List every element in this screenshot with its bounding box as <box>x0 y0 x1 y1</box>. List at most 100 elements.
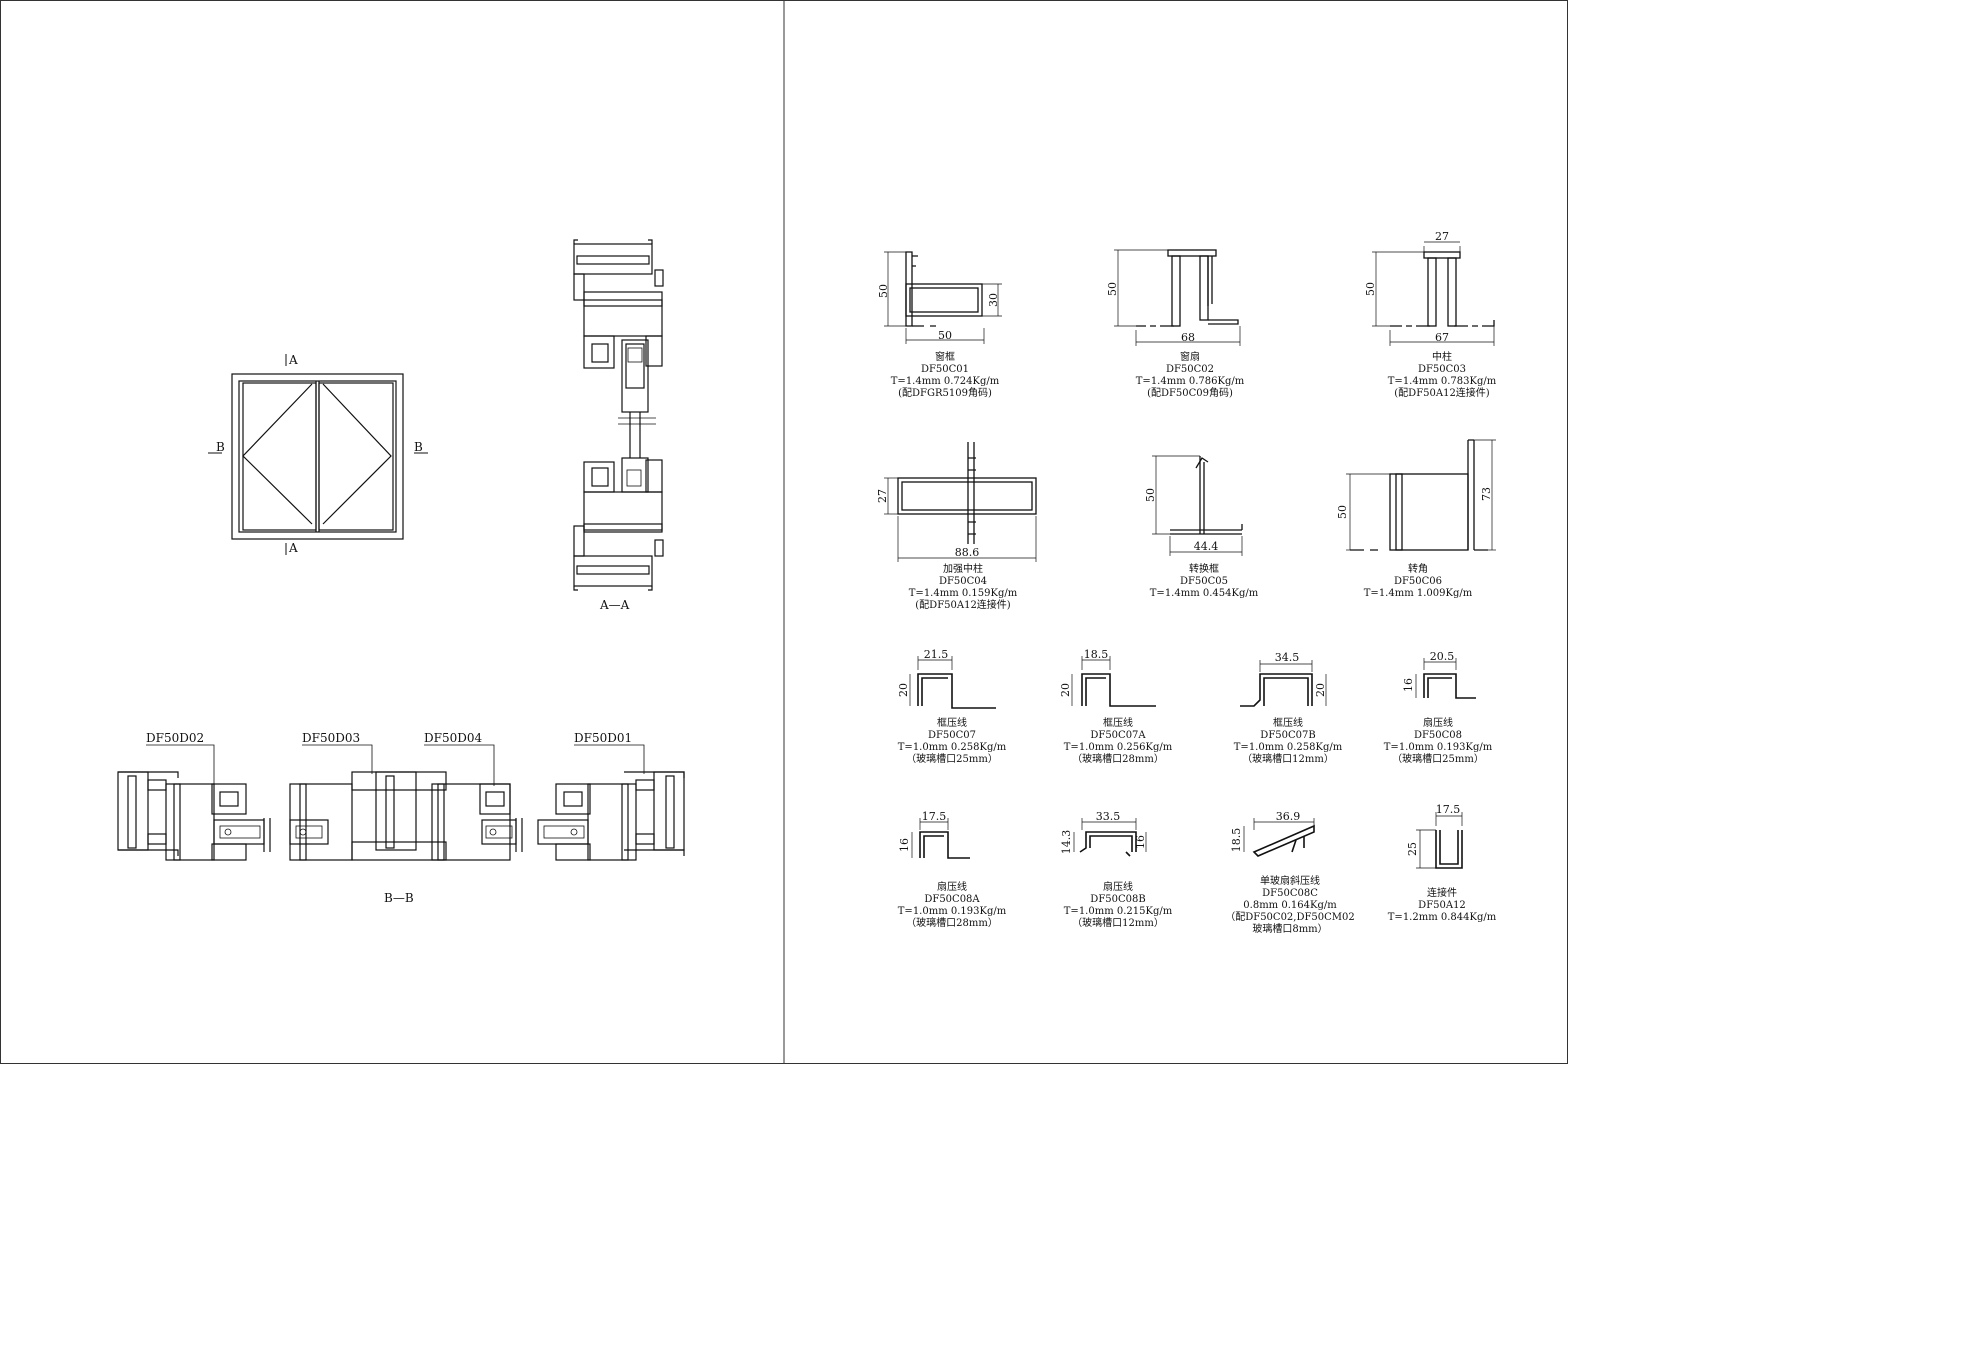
dim-width: 50 <box>938 329 952 342</box>
section-bb-drawing <box>117 771 685 861</box>
profile-code: DF50C04 <box>939 576 987 587</box>
dim-width: 67 <box>1435 331 1449 344</box>
profile-spec: T=1.0mm 0.193Kg/m <box>898 906 1007 917</box>
profile-spec: T=1.4mm 0.786Kg/m <box>1136 376 1245 387</box>
profile-spec: T=1.0mm 0.193Kg/m <box>1384 742 1493 753</box>
dim-height: 27 <box>876 489 889 503</box>
profile-name: 框压线 <box>1103 716 1133 729</box>
profile-name: 框压线 <box>937 716 967 729</box>
profile-note: （玻璃槽口28mm） <box>906 916 998 929</box>
dim-height: 25 <box>1406 842 1419 856</box>
profile-name: 转换框 <box>1189 562 1219 575</box>
profile-code: DF50C08A <box>924 894 980 905</box>
profile-code: DF50C06 <box>1394 576 1442 587</box>
profile-note: (配DFGR5109角码) <box>898 387 992 399</box>
profile-code: DF50C08 <box>1414 730 1462 741</box>
profile-code: DF50C08C <box>1262 888 1318 899</box>
profile-df50c07b: 34.5 20 框压线 DF50C07B T=1.0mm 0.258Kg/m （… <box>1234 651 1343 765</box>
profile-note: （玻璃槽口12mm） <box>1242 752 1334 765</box>
profile-spec: T=1.4mm 0.783Kg/m <box>1388 376 1497 387</box>
profile-note-line2: 玻璃槽口8mm） <box>1252 922 1327 935</box>
profile-code: DF50C03 <box>1418 364 1466 375</box>
callout-df50d04: DF50D04 <box>424 731 482 745</box>
dim-height: 20 <box>1314 683 1327 697</box>
profile-df50a12: 17.5 25 连接件 DF50A12 T=1.2mm 0.844Kg/m <box>1388 803 1497 923</box>
dim-height: 16 <box>1402 678 1415 692</box>
callout-df50d02: DF50D02 <box>146 731 204 745</box>
profile-note: (配DF50A12连接件) <box>1394 386 1490 399</box>
profile-note: （玻璃槽口25mm） <box>1392 752 1484 765</box>
dim-height: 20 <box>1059 683 1072 697</box>
profile-df50c08b: 33.5 14.3 16 扇压线 DF50C08B T=1.0mm 0.215K… <box>1060 810 1173 929</box>
profile-code: DF50C05 <box>1180 576 1228 587</box>
callout-df50d03: DF50D03 <box>302 731 360 745</box>
profile-df50c08: 20.5 16 扇压线 DF50C08 T=1.0mm 0.193Kg/m （玻… <box>1384 650 1493 765</box>
dim-width: 88.6 <box>955 546 980 559</box>
profile-spec: T=1.0mm 0.258Kg/m <box>898 742 1007 753</box>
dim-height: 50 <box>1336 505 1349 519</box>
profile-spec: T=1.4mm 0.454Kg/m <box>1150 588 1259 599</box>
dim-width: 21.5 <box>924 648 949 661</box>
profile-df50c07a: 18.5 20 框压线 DF50C07A T=1.0mm 0.256Kg/m （… <box>1059 648 1173 765</box>
section-aa-caption: A—A <box>599 598 630 612</box>
profile-df50c03: 27 50 67 中柱 DF50C03 T=1.4mm 0.783Kg/m (配… <box>1364 230 1497 399</box>
callout-df50d01: DF50D01 <box>574 731 632 745</box>
profile-spec: T=1.4mm 1.009Kg/m <box>1364 588 1473 599</box>
profile-name: 扇压线 <box>1423 716 1453 729</box>
section-markers: A A B B <box>208 353 428 555</box>
profile-spec: T=1.4mm 0.159Kg/m <box>909 588 1018 599</box>
profile-name: 扇压线 <box>1103 880 1133 893</box>
section-b-right-label: B <box>414 440 423 454</box>
profile-code: DF50C07A <box>1090 730 1146 741</box>
dim-height: 20 <box>897 683 910 697</box>
profile-df50c02: 50 68 窗扇 DF50C02 T=1.4mm 0.786Kg/m (配DF5… <box>1106 249 1245 399</box>
profile-code: DF50A12 <box>1418 900 1466 911</box>
profile-spec: T=1.4mm 0.724Kg/m <box>891 376 1000 387</box>
profile-df50c05: 50 44.4 转换框 DF50C05 T=1.4mm 0.454Kg/m <box>1144 455 1259 599</box>
profile-note: (配DF50C09角码) <box>1147 387 1233 399</box>
dim-top: 27 <box>1435 230 1449 243</box>
dim-width: 20.5 <box>1430 650 1455 663</box>
profile-note: （玻璃槽口28mm） <box>1072 752 1164 765</box>
profile-name: 窗框 <box>935 350 955 363</box>
dim-width: 36.9 <box>1276 810 1301 823</box>
profile-name: 扇压线 <box>937 880 967 893</box>
profile-spec: T=1.0mm 0.256Kg/m <box>1064 742 1173 753</box>
profile-df50c04: 27 88.6 加强中柱 DF50C04 T=1.4mm 0.159Kg/m (… <box>876 442 1037 611</box>
profile-name: 转角 <box>1408 562 1428 575</box>
dim-total-height: 73 <box>1480 487 1493 501</box>
profile-spec: T=1.2mm 0.844Kg/m <box>1388 912 1497 923</box>
profile-note: (配DF50A12连接件) <box>915 598 1011 611</box>
profile-df50c08c: 36.9 18.5 单玻扇斜压线 DF50C08C 0.8mm 0.164Kg/… <box>1225 810 1355 935</box>
bb-callouts <box>146 744 645 786</box>
dim-height: 16 <box>898 838 911 852</box>
dim-height-left: 14.3 <box>1060 830 1073 855</box>
profile-code: DF50C02 <box>1166 364 1214 375</box>
dim-depth: 30 <box>987 293 1000 307</box>
dim-width: 17.5 <box>1436 803 1461 816</box>
section-aa-drawing <box>573 239 664 591</box>
profile-df50c07: 21.5 20 框压线 DF50C07 T=1.0mm 0.258Kg/m （玻… <box>897 648 1007 765</box>
dim-width: 33.5 <box>1096 810 1121 823</box>
profile-code: DF50C07B <box>1260 730 1315 741</box>
dim-height: 50 <box>1364 282 1377 296</box>
dim-width: 44.4 <box>1194 540 1219 553</box>
profile-name: 框压线 <box>1273 716 1303 729</box>
dim-height: 50 <box>1106 282 1119 296</box>
section-a-top-label: A <box>288 353 298 367</box>
catalog-sheet: A A B B <box>0 0 1568 1064</box>
dim-height: 50 <box>877 284 890 298</box>
section-a-bottom-label: A <box>288 541 298 555</box>
section-b-left-label: B <box>216 440 225 454</box>
profile-name: 连接件 <box>1427 886 1457 899</box>
profile-note: （玻璃槽口12mm） <box>1072 916 1164 929</box>
profile-spec: 0.8mm 0.164Kg/m <box>1243 900 1337 911</box>
dim-height-right: 16 <box>1134 835 1147 849</box>
window-elevation <box>231 373 404 540</box>
dim-height: 18.5 <box>1230 828 1243 853</box>
profile-code: DF50C08B <box>1090 894 1145 905</box>
profile-spec: T=1.0mm 0.215Kg/m <box>1064 906 1173 917</box>
dim-height: 50 <box>1144 488 1157 502</box>
dim-width: 68 <box>1181 331 1195 344</box>
profile-name: 中柱 <box>1432 350 1452 363</box>
